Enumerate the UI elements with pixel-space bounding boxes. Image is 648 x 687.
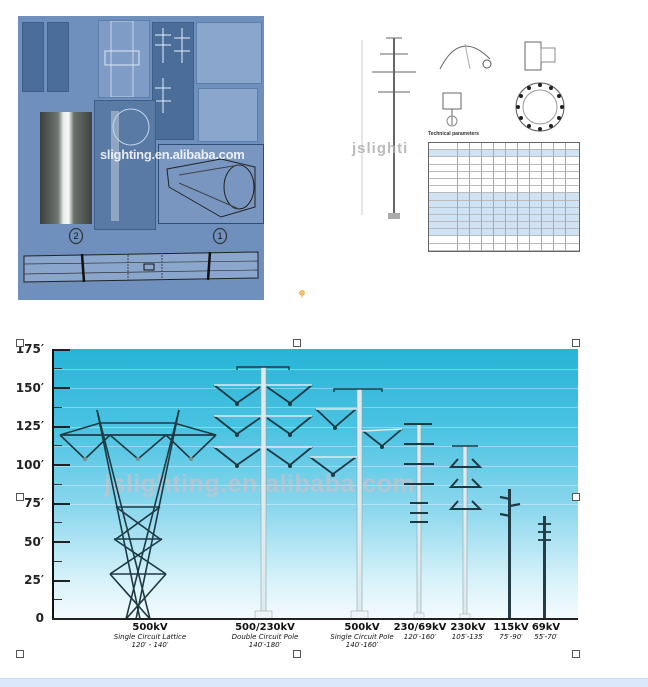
resize-handle-middle-right[interactable] — [572, 493, 580, 501]
resize-handle-bottom-right[interactable] — [572, 650, 580, 658]
watermark-text: slighting.en.alibaba.com — [100, 147, 245, 162]
table-title: Technical parameters — [428, 131, 480, 137]
resize-handle-top-right[interactable] — [572, 339, 580, 347]
cone-section-drawing — [158, 144, 264, 224]
pole-bracket-sketch-icon — [104, 20, 140, 98]
pole-diagram-panel — [152, 22, 194, 140]
insulator-detail-icon — [442, 92, 462, 127]
drawing-panel — [22, 22, 44, 92]
pole-installation-photo — [40, 112, 92, 224]
resize-handle-top-center[interactable] — [293, 339, 301, 347]
category-label-500kv-single-pole: 500kV Single Circuit Pole 140′-160′ — [330, 622, 394, 649]
category-label-230-69kv: 230/69kV 120′-160′ — [393, 622, 447, 641]
category-label-230kv: 230kV 105′-135′ — [450, 622, 486, 641]
y-tick-label: 50′ — [24, 535, 44, 549]
resize-handle-top-left[interactable] — [16, 339, 24, 347]
y-tick-label: 175′ — [15, 342, 44, 356]
pole-detail-panel — [94, 100, 156, 230]
pole-diagram-icon — [155, 28, 190, 113]
map-pin-icon[interactable] — [298, 290, 306, 298]
category-label-500-230kv-double: 500/230kV Double Circuit Pole 140′-180′ — [231, 622, 299, 649]
arc-detail-icon — [439, 43, 492, 70]
lattice-tower-icon — [59, 409, 217, 619]
transmission-structure-height-chart: jslighting.en.alibaba.com — [0, 340, 648, 650]
bracket-drawing — [98, 20, 150, 98]
x-axis — [52, 618, 578, 620]
pole-69kv-icon — [538, 516, 551, 619]
pole-joint-drawing-icon — [23, 251, 259, 283]
pole-230-69kv-icon — [404, 423, 434, 619]
y-tick-label: 75′ — [24, 496, 44, 510]
category-label-115kv: 115kV 75′-90′ — [493, 622, 529, 641]
y-tick-label: 100′ — [15, 458, 44, 472]
tapered-pole-sketch-icon — [166, 158, 256, 218]
resize-handle-bottom-left[interactable] — [16, 650, 24, 658]
y-tick-label: 25′ — [24, 573, 44, 587]
clamp-drawing — [198, 88, 258, 142]
base-flange-icon — [515, 82, 565, 132]
y-tick-label: 0 — [35, 611, 44, 625]
drawing-panel — [47, 22, 69, 92]
double-circuit-pole-icon — [213, 366, 313, 619]
y-tick-label: 150′ — [15, 381, 44, 395]
resize-handle-middle-left[interactable] — [16, 493, 24, 501]
bottom-toolbar-strip — [0, 678, 648, 687]
single-circuit-pole-icon — [309, 388, 403, 619]
arm-drawing — [196, 22, 262, 84]
callout-marker: 2 — [69, 228, 83, 244]
flange-side-icon — [524, 41, 556, 71]
structures-illustration — [59, 366, 551, 619]
pole-elevation-icon — [361, 37, 416, 219]
technical-parameters-table — [428, 142, 580, 252]
callout-marker: 1 — [213, 228, 227, 244]
technical-drawing-image: Technical parameters jslighti — [350, 30, 580, 252]
resize-handle-bottom-center[interactable] — [293, 650, 301, 658]
category-label-500kv-lattice: 500kV Single Circuit Lattice 120′ - 140′ — [113, 622, 187, 649]
pole-230kv-icon — [448, 445, 483, 619]
watermark-text: jslighti — [352, 140, 409, 157]
category-label-69kv: 69kV 55′-70′ — [531, 622, 561, 641]
pole-shaft-icon — [111, 108, 150, 221]
product-collage-image: slighting.en.alibaba.com 2 1 — [18, 16, 264, 300]
pole-115kv-icon — [499, 489, 521, 619]
watermark-text: jslighting.en.alibaba.com — [104, 470, 416, 498]
y-tick-label: 125′ — [15, 419, 44, 433]
y-axis — [52, 349, 54, 619]
